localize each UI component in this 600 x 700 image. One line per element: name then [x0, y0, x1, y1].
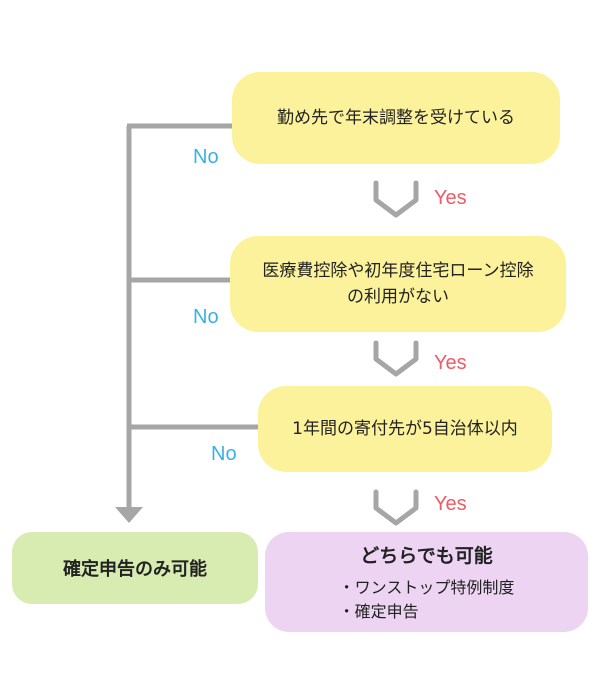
result-either-possible: どちらでも可能 ワンストップ特例制度 確定申告: [265, 532, 588, 632]
yes-chevron-1: [373, 180, 419, 218]
no-label-2: No: [193, 306, 219, 328]
result-tax-return-only: 確定申告のみ可能: [12, 532, 258, 604]
no-label-1: No: [193, 146, 219, 168]
result-both-title: どちらでも可能: [360, 544, 493, 567]
question-2-line-1: 医療費控除や初年度住宅ローン控除: [262, 261, 534, 281]
question-3-text: 1年間の寄付先が5自治体以内: [292, 419, 518, 439]
no-arrowhead: [115, 507, 143, 523]
question-donation-count: 1年間の寄付先が5自治体以内: [258, 386, 552, 472]
result-both-item: ワンストップ特例制度: [339, 576, 515, 600]
question-year-end-adjustment: 勤め先で年末調整を受けている: [232, 72, 560, 164]
yes-label-2: Yes: [434, 352, 467, 374]
question-no-deductions: 医療費控除や初年度住宅ローン控除 の利用がない: [230, 236, 566, 332]
yes-label-3: Yes: [434, 493, 467, 515]
no-label-3: No: [211, 443, 237, 465]
question-1-text: 勤め先で年末調整を受けている: [277, 108, 515, 128]
result-both-item: 確定申告: [339, 600, 515, 624]
yes-chevron-3: [373, 489, 419, 526]
result-both-list: ワンストップ特例制度 確定申告: [339, 576, 515, 624]
yes-label-1: Yes: [434, 187, 467, 209]
result-only-text: 確定申告のみ可能: [63, 559, 207, 580]
yes-chevron-2: [373, 340, 419, 377]
question-2-line-2: の利用がない: [347, 287, 449, 307]
